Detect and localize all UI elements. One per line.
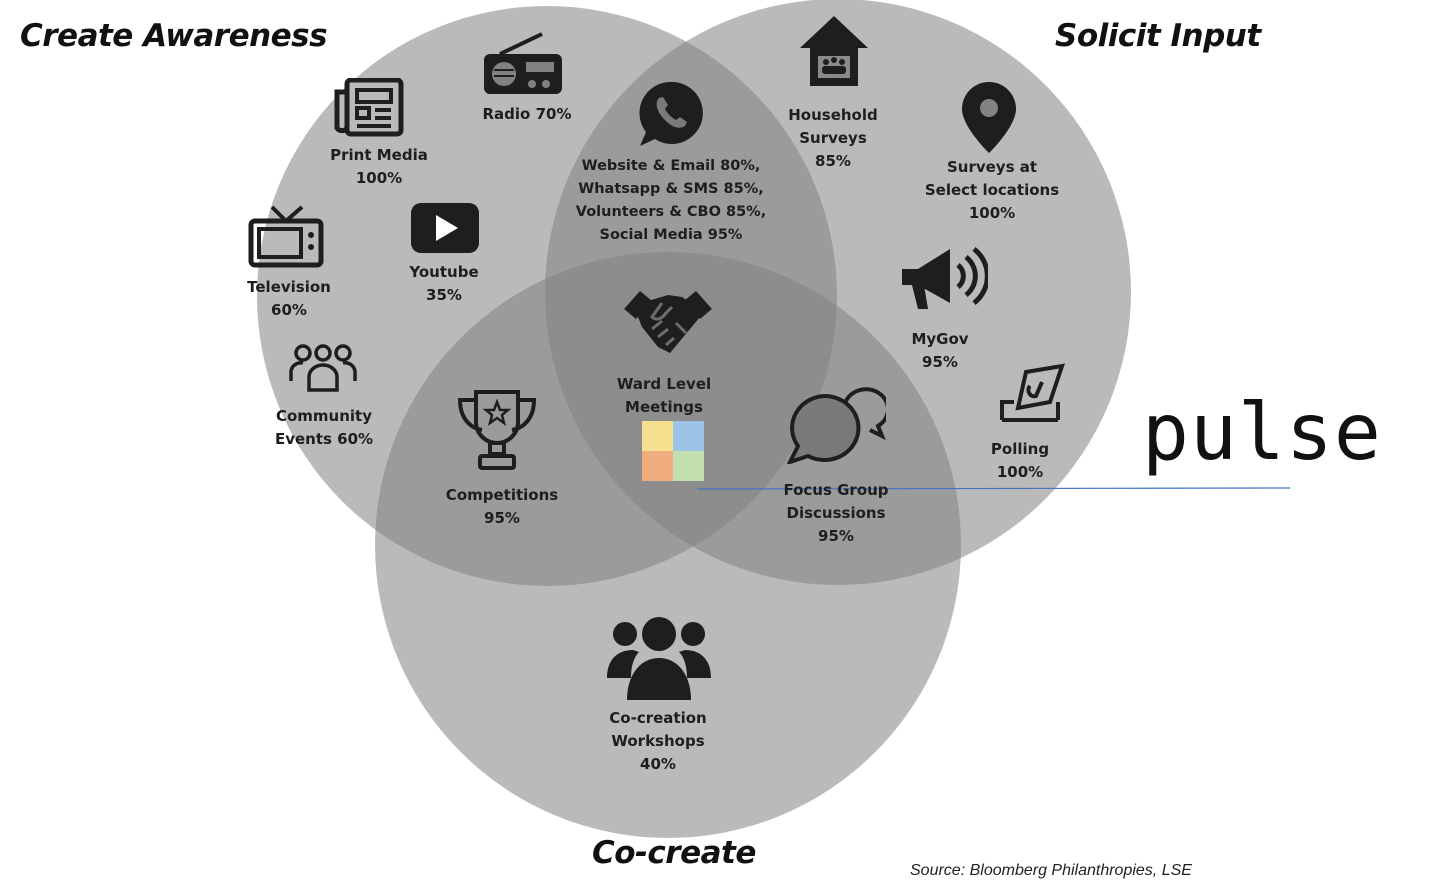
youtube-label: Youtube 35%	[409, 263, 479, 304]
brand-wordmark: pulse	[1142, 388, 1382, 478]
workshops-label: Co-creation Workshops 40%	[609, 709, 707, 773]
logo-tile-yellow	[642, 421, 673, 451]
surveys-select-label: Surveys at Select locations 100%	[924, 158, 1060, 222]
competitions-label: Competitions 95%	[445, 486, 559, 527]
location-pin-icon	[962, 82, 1016, 153]
logo-tile-orange	[642, 451, 673, 481]
house-icon	[800, 16, 868, 86]
source-note: Source: Bloomberg Philanthropies, LSE	[910, 862, 1192, 879]
solicit-input-title: Solicit Input	[1055, 18, 1261, 54]
website-email-label: Website & Email 80%, Whatsapp & SMS 85%,…	[575, 158, 767, 243]
mygov-label: MyGov 95%	[911, 330, 969, 371]
whatsapp-icon	[639, 81, 703, 146]
logo-tile-blue	[673, 421, 704, 451]
group-icon	[607, 617, 711, 700]
chat-bubbles-icon	[786, 387, 886, 464]
print-media-label: Print Media 100%	[330, 146, 428, 187]
polling-label: Polling 100%	[990, 440, 1050, 481]
newspaper-icon	[334, 78, 404, 137]
pulse-underline	[696, 487, 1291, 490]
handshake-icon	[624, 291, 712, 353]
community-events-label: Community Events 60%	[274, 407, 374, 448]
ward-meetings-label: Ward Level Meetings	[616, 375, 712, 416]
brand-logo	[642, 421, 704, 481]
focus-groups-label: Focus Group Discussions 95%	[783, 481, 889, 545]
youtube-icon	[411, 203, 479, 253]
ballot-icon	[1000, 363, 1065, 422]
megaphone-icon	[902, 247, 988, 309]
radio-icon	[484, 32, 562, 94]
trophy-icon	[457, 390, 537, 470]
household-surveys-label: Household Surveys 85%	[788, 106, 878, 170]
logo-tile-green	[673, 451, 704, 481]
create-awareness-title: Create Awareness	[20, 18, 328, 54]
tv-icon	[248, 205, 324, 268]
radio-label: Radio 70%	[482, 105, 572, 123]
television-label: Television 60%	[247, 278, 331, 319]
co-create-title: Co-create	[592, 835, 756, 871]
community-icon	[289, 344, 357, 392]
